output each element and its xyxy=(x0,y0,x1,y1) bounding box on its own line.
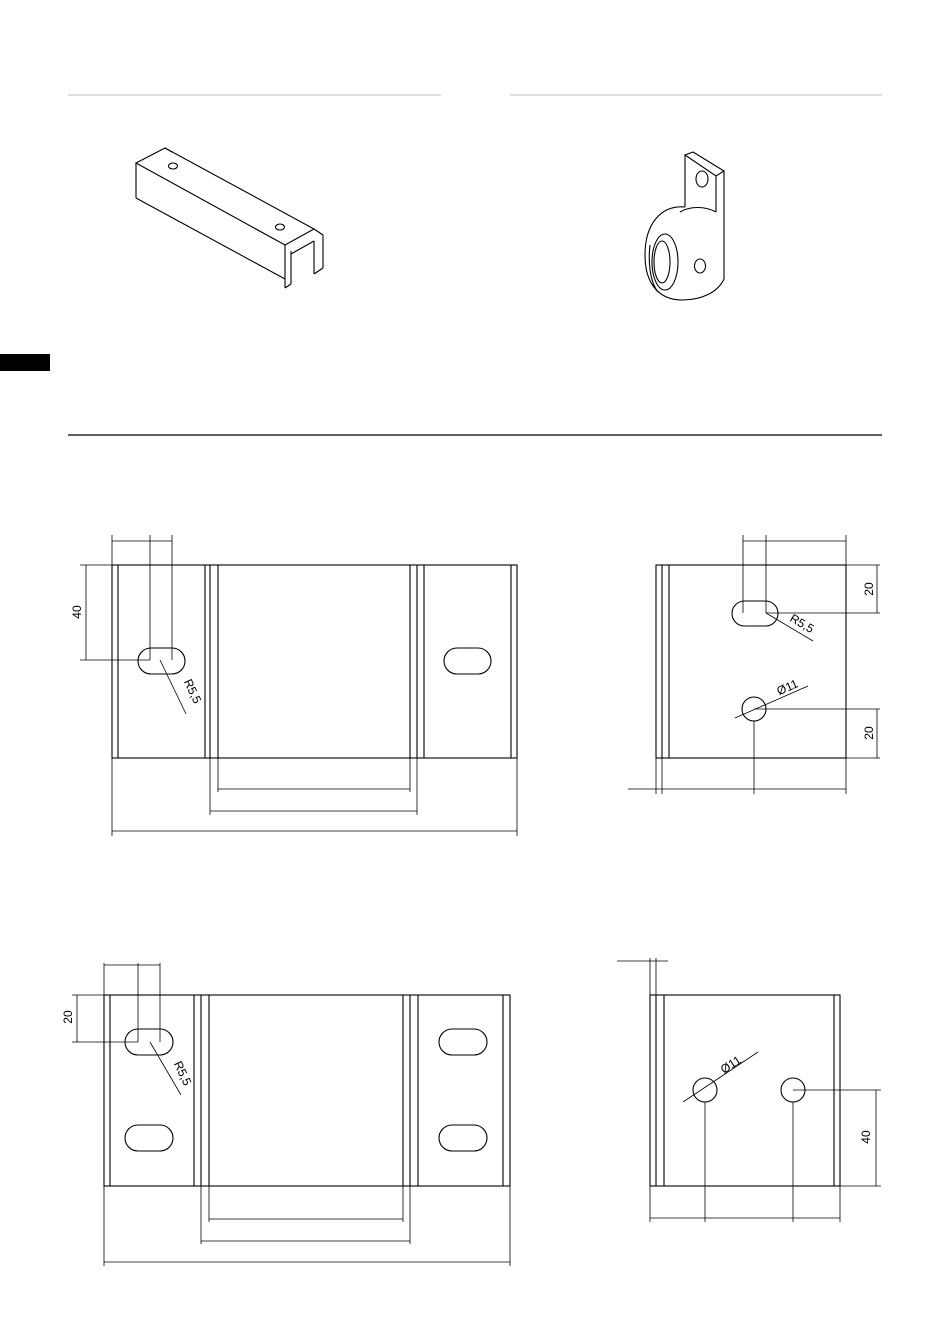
iso-u-channel xyxy=(136,148,323,288)
view-front-two-slots xyxy=(112,565,517,758)
dim-20-top: 20 xyxy=(862,582,876,596)
dim-dia11-b: Ø11 xyxy=(718,1053,744,1077)
dim-r55-a: R5,5 xyxy=(181,677,205,706)
section-tab xyxy=(0,354,50,371)
dim-40-b: 40 xyxy=(859,1130,873,1144)
dim-20-c: 20 xyxy=(61,1010,75,1024)
view-side-two-holes-dims xyxy=(617,958,881,1222)
dim-r55-b: R5,5 xyxy=(788,611,817,636)
view-side-slot-hole xyxy=(656,565,846,758)
view-front-two-slots-dims xyxy=(80,535,517,836)
view-side-two-holes xyxy=(650,995,840,1186)
dim-40-a: 40 xyxy=(70,605,84,619)
view-front-four-slots xyxy=(104,995,510,1186)
iso-roller-bracket xyxy=(645,152,724,300)
dim-20-bottom: 20 xyxy=(862,726,876,740)
dim-dia11-a: Ø11 xyxy=(775,676,801,698)
view-side-slot-hole-dims xyxy=(628,535,880,794)
view-front-four-slots-dims xyxy=(72,963,510,1266)
